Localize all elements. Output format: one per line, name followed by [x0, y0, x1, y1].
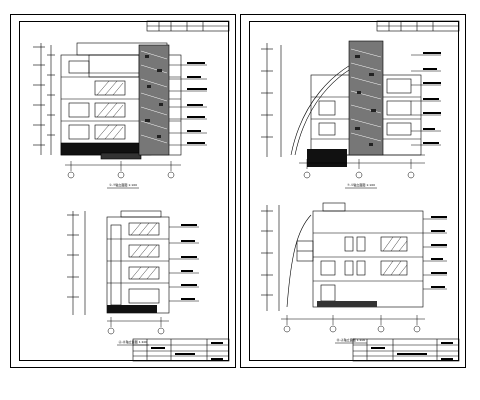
rear-leaders	[411, 54, 441, 146]
elevation-rear	[261, 43, 425, 157]
view-caption-side-2: Ⓓ-Ⓐ轴立面图 1:100	[337, 337, 366, 342]
sheet-left-drawing: ①-⑦轴立面图 1:100	[33, 20, 230, 362]
header-strip	[376, 20, 460, 32]
glass-hatch	[96, 80, 124, 140]
drawing-sheet-left: ①-⑦轴立面图 1:100	[10, 14, 236, 368]
stone-cladding-tower	[348, 40, 384, 156]
annotation-text-blocks	[187, 62, 207, 144]
drawing-sheet-right: ⑦-①轴立面图 1:100	[240, 14, 466, 368]
view-caption-front: ①-⑦轴立面图 1:100	[109, 182, 137, 187]
sheet-border	[249, 21, 459, 361]
side-plinth	[107, 305, 157, 313]
side2-hatch	[382, 236, 408, 276]
view-caption-rear: ⑦-①轴立面图 1:100	[347, 182, 375, 187]
title-block	[352, 338, 460, 362]
stone-cladding-tower	[138, 44, 170, 156]
level-ticks	[33, 46, 45, 146]
annotation-leaders	[169, 64, 207, 146]
elevation-side-2	[261, 202, 424, 311]
sheet-right-drawing: ⑦-①轴立面图 1:100	[261, 20, 460, 362]
title-block	[132, 338, 230, 362]
sheet-border	[19, 21, 229, 361]
rear-plinth	[307, 149, 347, 167]
header-strip	[146, 20, 230, 32]
elevation-side	[67, 210, 170, 315]
side2-plinth	[317, 301, 377, 307]
side2-leaders	[423, 218, 447, 290]
side-leaders	[169, 226, 199, 302]
axis-dimension	[65, 161, 181, 179]
side-hatch	[130, 222, 158, 280]
